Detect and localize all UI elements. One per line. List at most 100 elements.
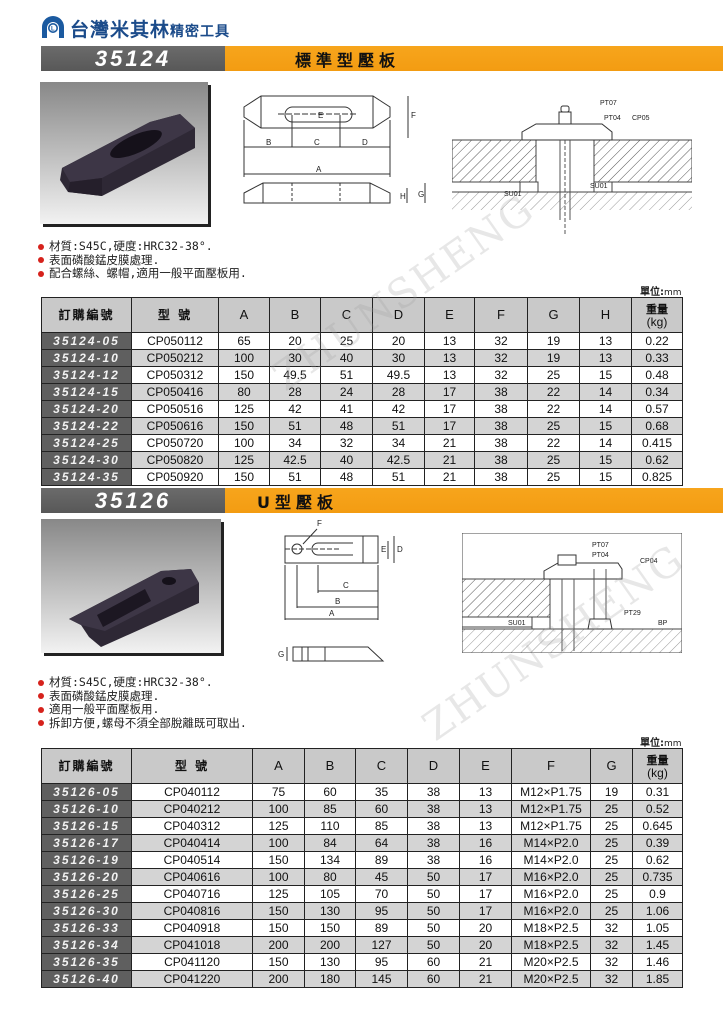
- value-cell: 150: [218, 417, 270, 435]
- value-cell: 42: [269, 400, 321, 418]
- section-banner-35126: 35126 U型壓板: [41, 488, 723, 513]
- value-cell: 22: [527, 434, 580, 452]
- model-cell: CP050720: [131, 434, 219, 452]
- value-cell: 49.5: [269, 366, 321, 384]
- order-number-cell: 35124-35: [41, 468, 132, 486]
- value-cell: 0.57: [631, 400, 683, 418]
- series-code: 35124: [41, 46, 225, 71]
- order-number-cell: 35124-15: [41, 383, 132, 401]
- order-number-cell: 35124-10: [41, 349, 132, 367]
- series-title: U型壓板: [225, 488, 723, 513]
- svg-text:E: E: [381, 545, 386, 554]
- value-cell: M12×P1.75: [511, 817, 591, 835]
- value-cell: 13: [424, 332, 475, 350]
- value-cell: 48: [320, 417, 373, 435]
- svg-text:F: F: [411, 111, 416, 120]
- header-c: C: [355, 748, 408, 784]
- value-cell: 13: [424, 366, 475, 384]
- value-cell: 13: [459, 783, 512, 801]
- value-cell: 125: [252, 817, 305, 835]
- value-cell: 200: [304, 936, 356, 954]
- value-cell: 0.48: [631, 366, 683, 384]
- value-cell: 38: [407, 817, 460, 835]
- value-cell: 32: [320, 434, 373, 452]
- part-label-pt07: PT07: [600, 100, 617, 107]
- bullet-icon: [38, 706, 44, 713]
- company-logo-icon: L: [42, 16, 64, 38]
- brand-header: L 台灣米其林精密工具: [40, 14, 230, 42]
- value-cell: 25: [590, 834, 633, 852]
- series-code: 35126: [41, 488, 225, 513]
- value-cell: 21: [424, 451, 475, 469]
- value-cell: 125: [218, 400, 270, 418]
- value-cell: 25: [527, 366, 580, 384]
- model-cell: CP040112: [131, 783, 253, 801]
- value-cell: 50: [407, 919, 460, 937]
- value-cell: 20: [459, 936, 512, 954]
- value-cell: M14×P2.0: [511, 834, 591, 852]
- order-number-cell: 35126-20: [41, 868, 132, 886]
- value-cell: 32: [590, 936, 633, 954]
- value-cell: 0.22: [631, 332, 683, 350]
- value-cell: M16×P2.0: [511, 868, 591, 886]
- header-f: F: [474, 297, 528, 333]
- svg-text:L: L: [51, 27, 55, 33]
- order-number-cell: 35124-22: [41, 417, 132, 435]
- value-cell: 100: [252, 800, 305, 818]
- assembly-drawing-35126: PT07 PT04 CP04 PT29 BP SU01: [462, 533, 682, 653]
- value-cell: 0.52: [632, 800, 683, 818]
- value-cell: 25: [590, 885, 633, 903]
- svg-text:G: G: [278, 650, 284, 659]
- value-cell: 38: [407, 800, 460, 818]
- value-cell: 38: [407, 834, 460, 852]
- svg-text:C: C: [343, 581, 349, 590]
- value-cell: 32: [590, 919, 633, 937]
- value-cell: 51: [372, 417, 425, 435]
- header-a: A: [218, 297, 270, 333]
- value-cell: 105: [304, 885, 356, 903]
- feature-list-35124: 材質:S45C,硬度:HRC32-38°. 表面磷酸錳皮膜處理. 配合螺絲、螺帽…: [38, 239, 247, 281]
- value-cell: 21: [459, 953, 512, 971]
- model-cell: CP050312: [131, 366, 219, 384]
- value-cell: 64: [355, 834, 408, 852]
- value-cell: 65: [218, 332, 270, 350]
- model-cell: CP041220: [131, 970, 253, 988]
- value-cell: 130: [304, 953, 356, 971]
- value-cell: 50: [407, 936, 460, 954]
- value-cell: 17: [459, 885, 512, 903]
- value-cell: M16×P2.0: [511, 902, 591, 920]
- svg-text:B: B: [335, 597, 340, 606]
- value-cell: 32: [474, 332, 528, 350]
- value-cell: M12×P1.75: [511, 783, 591, 801]
- header-b: B: [269, 297, 321, 333]
- value-cell: 70: [355, 885, 408, 903]
- bullet-icon: [38, 679, 44, 686]
- value-cell: 60: [407, 970, 460, 988]
- svg-text:C: C: [314, 138, 320, 147]
- spec-table-35124: 訂購編號 型 號 A B C D E F G H 重量(kg) 35124-05…: [41, 297, 683, 486]
- value-cell: 100: [218, 434, 270, 452]
- value-cell: 25: [527, 451, 580, 469]
- value-cell: 100: [218, 349, 270, 367]
- model-cell: CP050416: [131, 383, 219, 401]
- value-cell: 25: [590, 817, 633, 835]
- part-label-cp05: CP05: [632, 115, 650, 122]
- order-number-cell: 35126-35: [41, 953, 132, 971]
- value-cell: 13: [424, 349, 475, 367]
- value-cell: 50: [407, 885, 460, 903]
- value-cell: 0.34: [631, 383, 683, 401]
- value-cell: 75: [252, 783, 305, 801]
- value-cell: 25: [527, 417, 580, 435]
- feature-item: 材質:S45C,硬度:HRC32-38°.: [38, 239, 247, 254]
- value-cell: 25: [320, 332, 373, 350]
- part-label-su01-b: SU01: [590, 183, 608, 190]
- company-name: 台灣米其林精密工具: [70, 18, 231, 41]
- value-cell: 16: [459, 851, 512, 869]
